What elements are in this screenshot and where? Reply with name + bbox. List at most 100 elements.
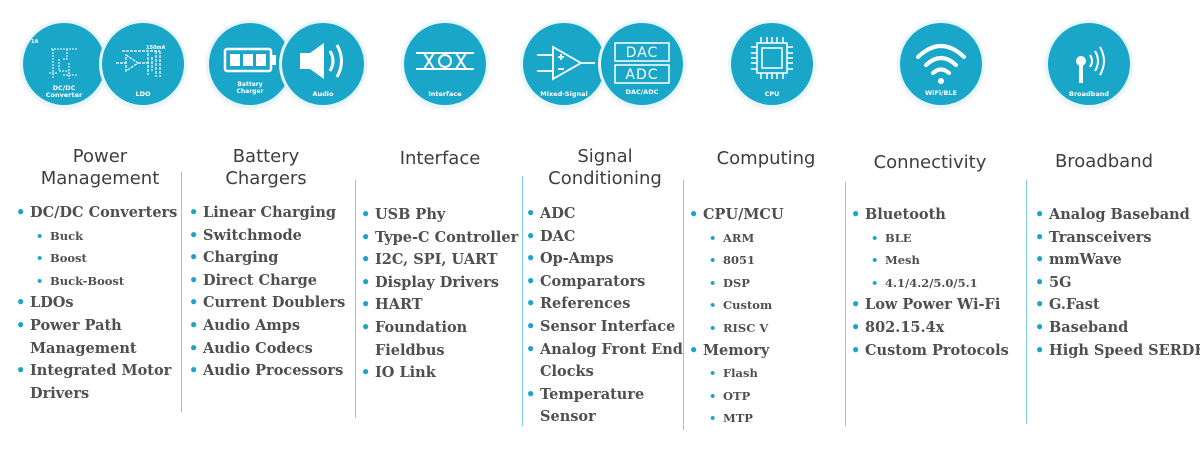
dcdc-label: DC/DC Converter	[45, 84, 83, 99]
heading-battery-chargers: Battery Chargers	[225, 146, 307, 189]
list-item: mmWave	[1035, 249, 1200, 272]
sub-list-item: MTP	[689, 407, 784, 430]
sub-list-item: Flash	[689, 362, 784, 385]
list-interface: USB PhyType-C ControllerI2C, SPI, UARTDi…	[361, 204, 518, 385]
sub-list-item: BLE	[851, 227, 1009, 250]
list-item: Audio Codecs	[189, 338, 345, 361]
list-battery-chargers: Linear ChargingSwitchmodeChargingDirect …	[189, 202, 345, 383]
column-divider	[355, 180, 356, 418]
list-item: 5G	[1035, 272, 1200, 295]
sub-list-item: Custom	[689, 294, 784, 317]
interface-label: Interface	[428, 90, 462, 98]
interface-icon: Interface	[404, 23, 486, 105]
list-item: Switchmode	[189, 225, 345, 248]
list-signal-conditioning: ADCDACOp-AmpsComparatorsReferencesSensor…	[526, 203, 683, 429]
sub-list-item: Buck-Boost	[16, 270, 177, 293]
list-item: Temperature	[526, 384, 683, 407]
ldo-icon: 150mA LDO	[102, 23, 184, 105]
list-item: Linear Charging	[189, 202, 345, 225]
heading-broadband: Broadband	[1054, 151, 1154, 172]
speaker-icon: Audio	[282, 23, 364, 105]
list-item: Type-C Controller	[361, 227, 518, 250]
list-item: Analog Front End	[526, 339, 683, 362]
column-divider	[522, 176, 523, 426]
sub-list-item: ARM	[689, 227, 784, 250]
wifi-label: WiFi/BLE	[925, 89, 957, 97]
adc-text: ADC	[625, 67, 659, 83]
list-item: Fieldbus	[375, 341, 445, 359]
list-power-management: DC/DC ConvertersBuckBoostBuck-BoostLDOsP…	[16, 202, 177, 405]
column-divider	[181, 172, 182, 412]
dac-text: DAC	[625, 45, 659, 61]
list-item: DAC	[526, 226, 683, 249]
sub-list-item: Boost	[16, 247, 177, 270]
list-item: USB Phy	[361, 204, 518, 227]
column-divider	[1026, 180, 1027, 424]
list-item: Foundation	[361, 317, 518, 340]
list-item: ADC	[526, 203, 683, 226]
mixed-signal-label: Mixed-Signal	[540, 90, 588, 98]
list-item: Low Power Wi-Fi	[851, 294, 1009, 317]
list-item: DC/DC Converters	[16, 202, 177, 225]
list-item: Analog Baseband	[1035, 204, 1200, 227]
list-computing: CPU/MCUARM8051DSPCustomRISC VMemoryFlash…	[689, 204, 784, 430]
sub-list-item: OTP	[689, 385, 784, 408]
list-item: Op-Amps	[526, 248, 683, 271]
list-item: Clocks	[540, 363, 594, 381]
sub-list-item: 8051	[689, 249, 784, 272]
list-item: 802.15.4x	[851, 317, 1009, 340]
cpu-label: CPU	[764, 90, 780, 98]
list-item: Integrated Motor	[16, 360, 177, 383]
list-item: I2C, SPI, UART	[361, 249, 518, 272]
list-item: Comparators	[526, 271, 683, 294]
ldo-current-note: 150mA	[146, 45, 166, 51]
battery-charger-icon: Battery Charger	[209, 23, 291, 105]
list-item: Power Path	[16, 315, 177, 338]
sub-list-item: Mesh	[851, 249, 1009, 272]
list-item: LDOs	[16, 292, 177, 315]
dcdc-converter-icon: 1A DC/DC Converter	[23, 23, 105, 105]
heading-interface: Interface	[399, 148, 481, 169]
heading-connectivity: Connectivity	[873, 152, 987, 173]
list-item: Custom Protocols	[851, 340, 1009, 363]
list-item: Drivers	[30, 384, 90, 402]
list-item: Display Drivers	[361, 272, 518, 295]
heading-signal-conditioning: Signal Conditioning	[548, 146, 662, 189]
wifi-icon: WiFi/BLE	[900, 23, 982, 105]
list-item: Sensor	[540, 408, 596, 426]
list-item: Bluetooth	[851, 204, 1009, 227]
dcdc-current-note: 1A	[31, 39, 39, 45]
list-item: HART	[361, 294, 518, 317]
list-item: High Speed SERDES	[1035, 340, 1200, 363]
battery-charger-label: Battery Charger	[236, 81, 264, 95]
list-item: CPU/MCU	[689, 204, 784, 227]
list-item: Current Doublers	[189, 292, 345, 315]
column-divider	[845, 182, 846, 426]
list-item: Management	[30, 339, 137, 357]
list-item: Memory	[689, 340, 784, 363]
list-item: Transceivers	[1035, 227, 1200, 250]
sub-list-item: RISC V	[689, 317, 784, 340]
list-item: Direct Charge	[189, 270, 345, 293]
list-item: Audio Processors	[189, 360, 345, 383]
audio-label: Audio	[312, 90, 334, 98]
column-divider	[683, 180, 684, 430]
list-item: IO Link	[361, 362, 518, 385]
list-broadband: Analog BasebandTransceiversmmWave5GG.Fas…	[1035, 204, 1200, 362]
dac-adc-icon: DAC ADC DAC/ADC	[601, 23, 683, 105]
broadband-label: Broadband	[1069, 90, 1109, 98]
sub-list-item: Buck	[16, 225, 177, 248]
heading-computing: Computing	[716, 148, 816, 169]
sub-list-item: 4.1/4.2/5.0/5.1	[851, 272, 1009, 295]
list-item: G.Fast	[1035, 294, 1200, 317]
dac-adc-label: DAC/ADC	[625, 88, 659, 96]
mixed-signal-icon: Mixed-Signal	[523, 23, 605, 105]
list-item: Baseband	[1035, 317, 1200, 340]
sub-list-item: DSP	[689, 272, 784, 295]
list-item: Audio Amps	[189, 315, 345, 338]
cpu-icon: CPU	[731, 23, 813, 105]
list-connectivity: BluetoothBLEMesh4.1/4.2/5.0/5.1Low Power…	[851, 204, 1009, 362]
list-item: Sensor Interface	[526, 316, 683, 339]
list-item: References	[526, 293, 683, 316]
ldo-label: LDO	[135, 90, 151, 98]
